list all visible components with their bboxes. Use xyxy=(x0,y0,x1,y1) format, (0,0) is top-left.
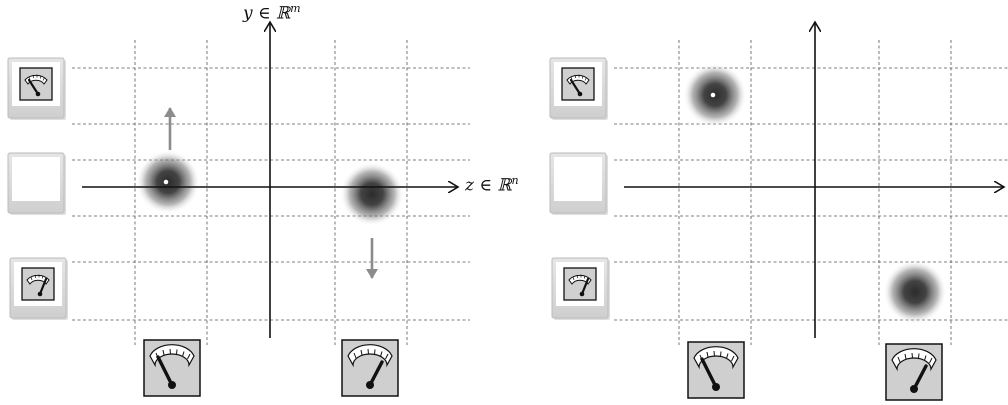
gauge-needle-icon xyxy=(700,357,718,389)
gauge-icon xyxy=(561,67,595,101)
gauge-icon xyxy=(563,267,597,301)
gauge-needle-icon xyxy=(580,277,590,296)
blob-center-dot xyxy=(710,92,716,98)
gauge-needle-icon xyxy=(569,78,582,96)
gauge-face-icon xyxy=(561,67,595,101)
blank-photo-frame xyxy=(7,152,67,216)
gauge-face-icon xyxy=(143,339,201,397)
gauge-photo-frame xyxy=(9,257,69,321)
photo-frame xyxy=(549,152,609,216)
grid-lines xyxy=(72,40,470,345)
gauge-face-icon xyxy=(19,67,53,101)
gauge-icon xyxy=(687,341,745,399)
blank-photo-frame xyxy=(549,152,609,216)
grid-lines xyxy=(614,40,1008,345)
gauge-icon xyxy=(885,343,943,401)
gauge-face-icon xyxy=(563,267,597,301)
blob-center-dot xyxy=(163,179,169,185)
gauge-needle-icon xyxy=(368,360,384,387)
gauge-face-icon xyxy=(687,341,745,399)
gauge-photo-frame xyxy=(551,257,611,321)
photo-frame xyxy=(7,152,67,216)
x-axis-label: z ∈ ℝn xyxy=(465,174,519,196)
gauge-face-icon xyxy=(21,267,55,301)
gauge-icon xyxy=(19,67,53,101)
gauge-face-icon xyxy=(341,339,399,397)
gauge-needle-icon xyxy=(27,78,40,96)
gaussian-blob xyxy=(883,260,947,324)
gauge-needle-icon xyxy=(912,364,928,391)
gauge-icon xyxy=(143,339,201,397)
gauge-icon xyxy=(341,339,399,397)
gauge-needle-icon xyxy=(38,277,48,296)
panel-right xyxy=(549,22,1008,401)
gauge-face-icon xyxy=(885,343,943,401)
gauge-icon xyxy=(21,267,55,301)
gauge-photo-frame xyxy=(7,57,67,121)
gaussian-blob xyxy=(340,162,404,226)
gauge-needle-icon xyxy=(156,355,174,387)
gauge-photo-frame xyxy=(549,57,609,121)
y-axis-label: y ∈ ℝm xyxy=(243,2,301,24)
panel-left xyxy=(7,22,470,397)
